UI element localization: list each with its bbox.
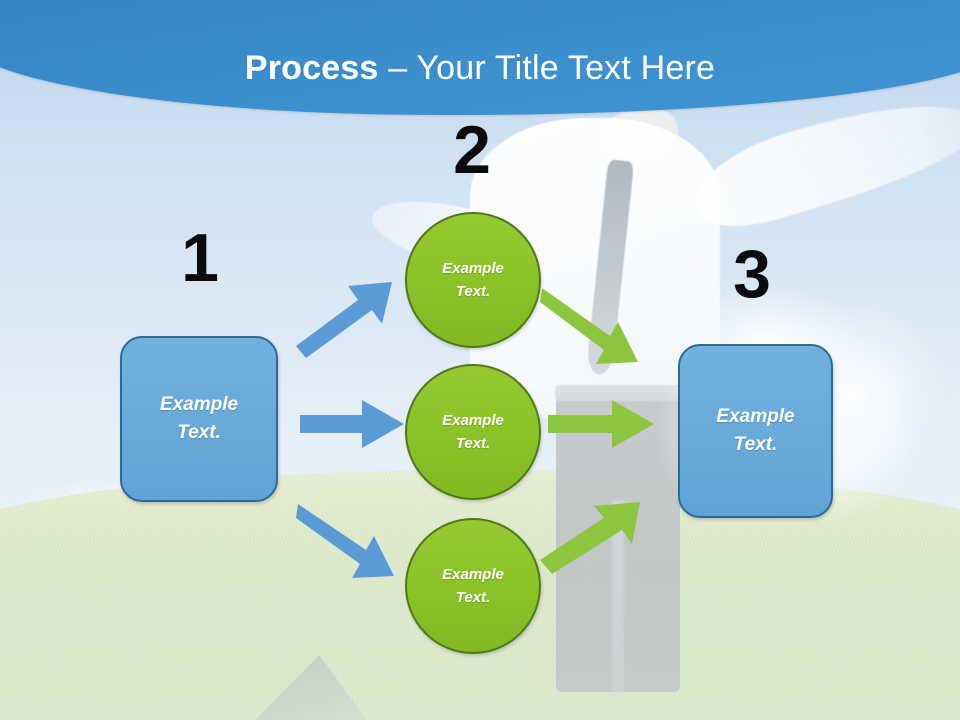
process-end-box-line1: Example: [716, 406, 795, 427]
process-circle-middle-label: Example Text.: [442, 409, 504, 455]
process-start-box[interactable]: Example Text.: [120, 336, 278, 502]
process-circle-bottom[interactable]: Example Text.: [405, 518, 541, 654]
page-title-separator: –: [378, 49, 417, 87]
process-circle-bottom-label: Example Text.: [442, 563, 504, 609]
header-banner: [0, 0, 960, 115]
process-circle-top-line1: Example: [442, 260, 504, 277]
arrow-green-down-right-icon: [540, 288, 638, 364]
page-title: Process – Your Title Text Here: [0, 48, 960, 88]
step-number-3: 3: [733, 236, 771, 312]
process-start-box-line1: Example: [159, 394, 239, 415]
process-start-box-label: Example Text.: [160, 391, 238, 447]
process-end-box-label: Example Text.: [716, 403, 794, 459]
page-title-regular: Your Title Text Here: [416, 49, 716, 87]
step-number-1: 1: [181, 220, 219, 296]
process-circle-top-label: Example Text.: [442, 257, 504, 303]
process-end-box[interactable]: Example Text.: [678, 344, 833, 518]
process-circle-middle-line1: Example: [442, 412, 504, 429]
arrow-blue-up-right-icon: [296, 282, 392, 358]
process-end-box-line2: Text.: [733, 434, 778, 455]
process-circle-middle-line2: Text.: [455, 435, 491, 452]
arrow-blue-right-icon: [300, 400, 404, 448]
arrow-green-right-icon: [548, 400, 654, 448]
process-circle-bottom-line1: Example: [442, 566, 504, 583]
step-number-2: 2: [453, 112, 491, 188]
arrow-blue-down-right-icon: [296, 504, 394, 578]
arrow-green-up-right-icon: [540, 502, 640, 574]
page-title-bold: Process: [244, 49, 379, 87]
process-circle-bottom-line2: Text.: [455, 589, 491, 606]
process-circle-top-line2: Text.: [455, 283, 491, 300]
process-circle-middle[interactable]: Example Text.: [405, 364, 541, 500]
figure-leg-separation: [612, 500, 624, 700]
process-start-box-line2: Text.: [177, 422, 221, 443]
process-circle-top[interactable]: Example Text.: [405, 212, 541, 348]
